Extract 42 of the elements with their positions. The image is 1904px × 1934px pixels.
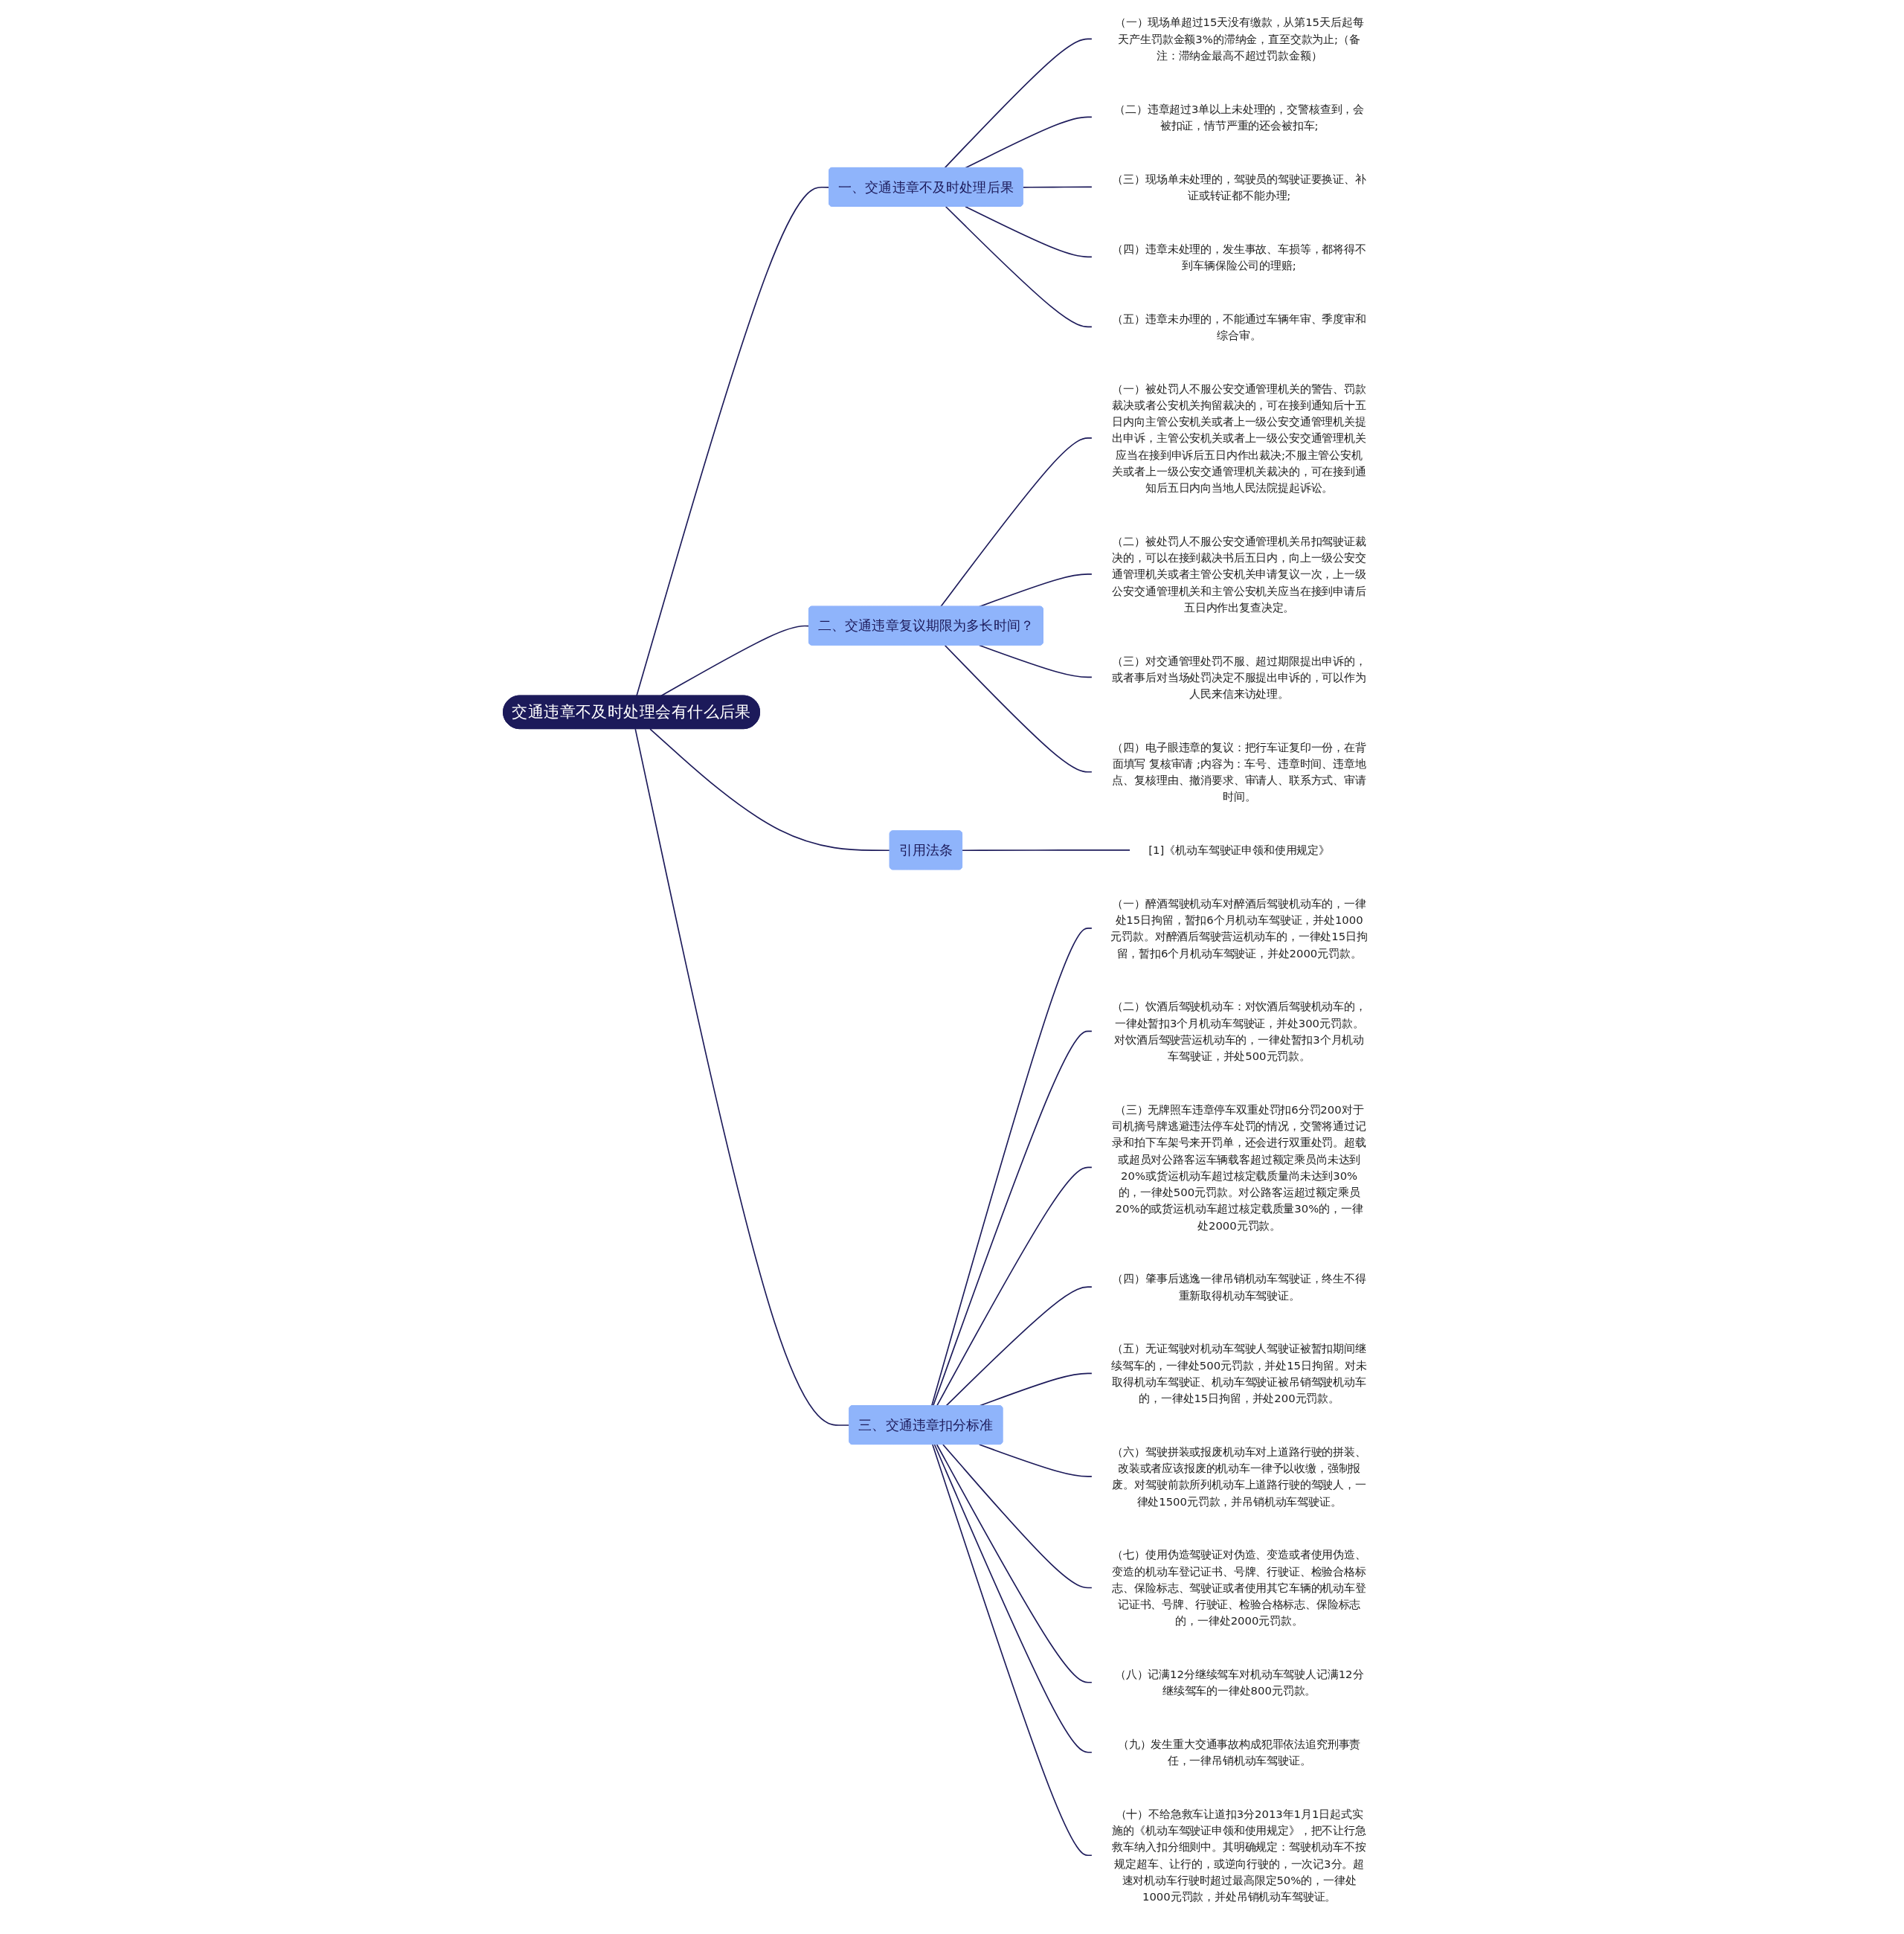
node-text: （十）不给急救车让道扣3分2013年1月1日起式实施的《机动车驾驶证申领和使用规定》，把不让行急救车纳入扣分细则中。其明确规定：驾驶机动车不按规定超车、让行的，或逆向行驶的，一次记3分。超速对机动车行驶时超过最高限定50%的，一律处1000元罚款，并处吊销机动车驾驶证。 (1112, 1807, 1366, 1904)
node-text: （一）被处罚人不服公安交通管理机关的警告、罚款裁决或者公安机关拘留裁决的，可在接到通知后十五日内向主管公安机关或者上一级公安交通管理机关提出申诉，主管公安机关或者上一级公安交通管理机关应当在接到申诉后五日内作出裁决;不服主管公安机关或者上一级公安交通管理机关裁决的，可在接到通知后五日内向当地人民法院提起诉讼。 (1112, 382, 1366, 495)
node-text: （二）被处罚人不服公安交通管理机关吊扣驾驶证裁决的，可以在接到裁决书后五日内，向上一级公安交通管理机关或者主管公安机关申请复议一次，上一级公安交通管理机关和主管公安机关应当在接到申请后五日内作出复查决定。 (1112, 534, 1366, 614)
connector (964, 116, 1093, 169)
node-text: （四）违章未处理的，发生事故、车损等，都将得不到车辆保险公司的理赔; (1112, 242, 1366, 272)
node-text: （八）记满12分继续驾车对机动车驾驶人记满12分继续驾车的一律处800元罚款。 (1114, 1668, 1364, 1697)
node-text: （一）现场单超过15天没有缴款，从第15天后起每天产生罚款金额3%的滞纳金，直至交款为止;（备注：滞纳金最高不超过罚款金额） (1114, 16, 1364, 62)
node-text: （六）驾驶拼装或报废机动车对上道路行驶的拼装、改装或者应该报废的机动车一律予以收缴，强制报废。对驾驶前款所列机动车上道路行驶的驾驶人，一律处1500元罚款，并吊销机动车驾驶证。 (1112, 1445, 1366, 1508)
connector (936, 1166, 1093, 1407)
node-text: （三）对交通管理处罚不服、超过期限提出申诉的，或者事后对当场处罚决定不服提出申诉的，可以作为人民来信来访处理。 (1112, 654, 1366, 701)
connector (978, 644, 1093, 678)
connector (944, 38, 1093, 169)
connector (944, 644, 1093, 773)
node-text: （九）发生重大交通事故构成犯罪依法追究刑事责任，一律吊销机动车驾驶证。 (1117, 1738, 1361, 1767)
connector (978, 574, 1093, 608)
connector (931, 1444, 1093, 1857)
connector (945, 1286, 1093, 1407)
connector (964, 205, 1093, 258)
connector (939, 437, 1093, 608)
connector (1022, 186, 1093, 188)
node-text: （五）无证驾驶对机动车驾驶人驾驶证被暂扣期间继续驾车的，一律处500元罚款，并处15日拘留。对未取得机动车驾驶证、机动车驾驶证被吊销驾驶机动车的，一律处15日拘留，并处200元罚款。 (1110, 1342, 1367, 1405)
node-text: （三）无牌照车违章停车双重处罚扣6分罚200对于司机摘号牌逃避违法停车处罚的情况，交警将通过记录和拍下车架号来开罚单，还会进行双重处罚。超载或超员对公路客运车辆载客超过额定乘员尚未达到20%或货运机动车超过核定载质量尚未达到30%的，一律处500元罚款。对公路客运超过额定乘员20%的或货运机动车超过核定载质量30%的，一律处2000元罚款。 (1112, 1102, 1366, 1232)
node-text: [1]《机动车驾驶证申领和使用规定》 (1148, 844, 1330, 857)
node-text: （二）饮酒后驾驶机动车：对饮酒后驾驶机动车的，一律处暂扣3个月机动车驾驶证，并处300元罚款。对饮酒后驾驶营运机动车的，一律处暂扣3个月机动车驾驶证，并处500元罚款。 (1112, 1000, 1366, 1063)
connector (649, 728, 891, 852)
node-text: （一）醉酒驾驶机动车对醉酒后驾驶机动车的，一律处15日拘留，暂扣6个月机动车驾驶证，并处1000元罚款。对醉酒后驾驶营运机动车的，一律处15日拘留，暂扣6个月机动车驾驶证，并处2000元罚款。 (1110, 896, 1368, 960)
connector (634, 728, 850, 1426)
connector (930, 928, 1093, 1407)
connector (945, 205, 1093, 328)
connector (936, 1444, 1093, 1683)
connector (942, 1444, 1093, 1589)
connector (978, 1444, 1093, 1477)
node-text: （三）现场单未处理的，驾驶员的驾驶证要换证、补证或转证都不能办理; (1112, 172, 1366, 202)
connector (961, 849, 1131, 852)
node-text: （七）使用伪造驾驶证对伪造、变造或者使用伪造、变造的机动车登记证书、号牌、行驶证、检验合格标志、保险标志、驾驶证或者使用其它车辆的机动车登记证书、号牌、行驶证、检验合格标志、保险标志的，一律处2000元罚款。 (1112, 1548, 1366, 1628)
connector (932, 1030, 1093, 1407)
connector (933, 1444, 1093, 1753)
node-text: （二）违章超过3单以上未处理的，交警核查到，会被扣证，情节严重的还会被扣车; (1113, 102, 1364, 132)
node-text: （四）肇事后逃逸一律吊销机动车驾驶证，终生不得重新取得机动车驾驶证。 (1112, 1272, 1366, 1302)
node-text: （五）违章未办理的，不能通过车辆年审、季度审和综合审。 (1112, 312, 1366, 342)
node-text: （四）电子眼违章的复议：把行车证复印一份，在背面填写 复核审请 ;内容为：车号、违章时间、违章地点、复核理由、撤消要求、审请人、联系方式、审请时间。 (1112, 740, 1366, 803)
connector (635, 186, 830, 697)
